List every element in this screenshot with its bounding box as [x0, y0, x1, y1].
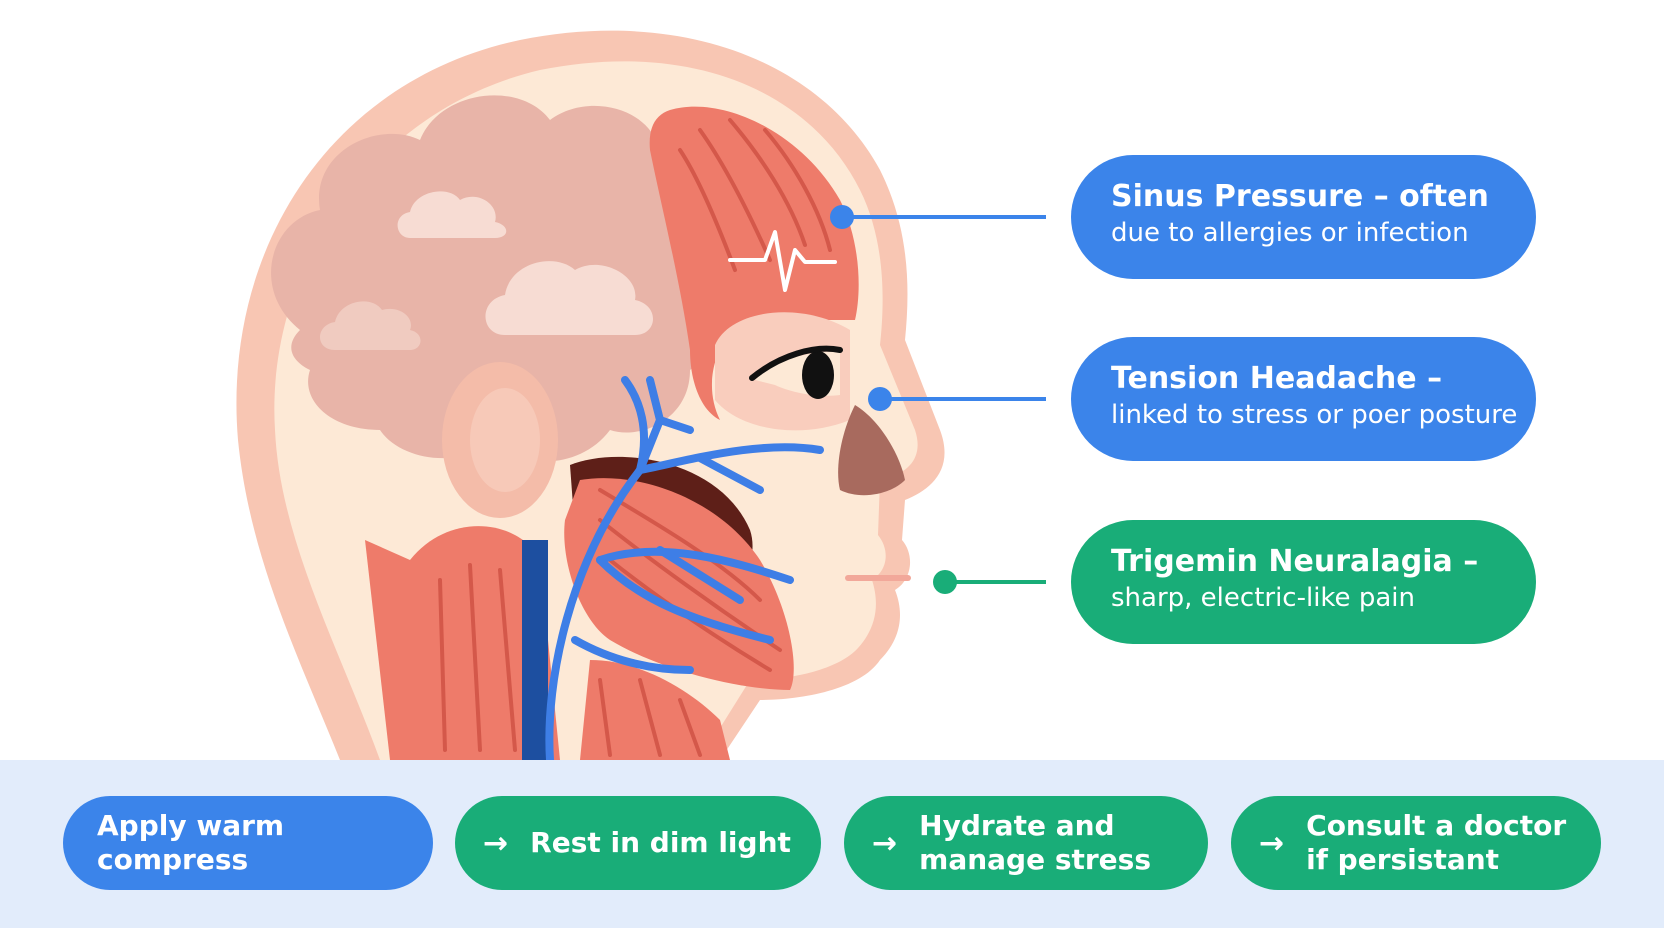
arrow-right-icon: → — [872, 825, 898, 861]
action-label: Hydrate and manage stress — [919, 809, 1152, 876]
muscle-fibers — [678, 118, 832, 272]
pulse-icon — [728, 230, 837, 292]
callout-desc: sharp, electric-like pain — [1111, 583, 1415, 613]
callout-title: Tension Headache – — [1111, 361, 1443, 396]
action-label: Apply warm compress — [97, 809, 285, 876]
cloud-icon — [485, 261, 654, 335]
temporal-muscle — [649, 106, 859, 421]
callout-title: Sinus Pressure – often — [1111, 179, 1489, 214]
neck-fibers — [438, 563, 517, 752]
action-hydrate-manage-stress[interactable]: → Hydrate and manage stress — [844, 796, 1208, 890]
callout-title: Trigemin Neuralagia – — [1111, 544, 1479, 579]
eyelid — [749, 345, 843, 381]
callout-sinus-pressure: Sinus Pressure – often due to allergies … — [1071, 155, 1536, 279]
arrow-right-icon: → — [1259, 825, 1285, 861]
cloud-icon — [320, 301, 421, 350]
action-apply-warm-compress[interactable]: Apply warm compress — [63, 796, 433, 890]
callout-desc: due to allergies or infection — [1111, 218, 1469, 248]
masseter-muscle — [564, 478, 794, 690]
callout-desc: linked to stress or poer posture — [1111, 400, 1518, 430]
action-label: Consult a doctor if persistant — [1306, 809, 1567, 876]
connector-dot-1 — [830, 205, 854, 229]
neck-muscle-back — [365, 540, 410, 760]
arrow-right-icon: → — [483, 825, 509, 861]
action-label: Rest in dim light — [530, 826, 791, 859]
connector-dot-3 — [933, 570, 957, 594]
nose — [838, 405, 905, 496]
trigeminal-nerve — [545, 376, 824, 764]
action-consult-doctor[interactable]: → Consult a doctor if persistant — [1231, 796, 1601, 890]
action-rest-in-dim-light[interactable]: → Rest in dim light — [455, 796, 821, 890]
connector-dot-2 — [868, 387, 892, 411]
ear-inner — [470, 388, 540, 492]
pupil — [802, 351, 834, 399]
brain — [271, 95, 719, 462]
cloud-icon — [397, 191, 507, 238]
callout-trigeminal-neuralgia: Trigemin Neuralagia – sharp, electric-li… — [1071, 520, 1536, 644]
callout-tension-headache: Tension Headache – linked to stress or p… — [1071, 337, 1536, 461]
